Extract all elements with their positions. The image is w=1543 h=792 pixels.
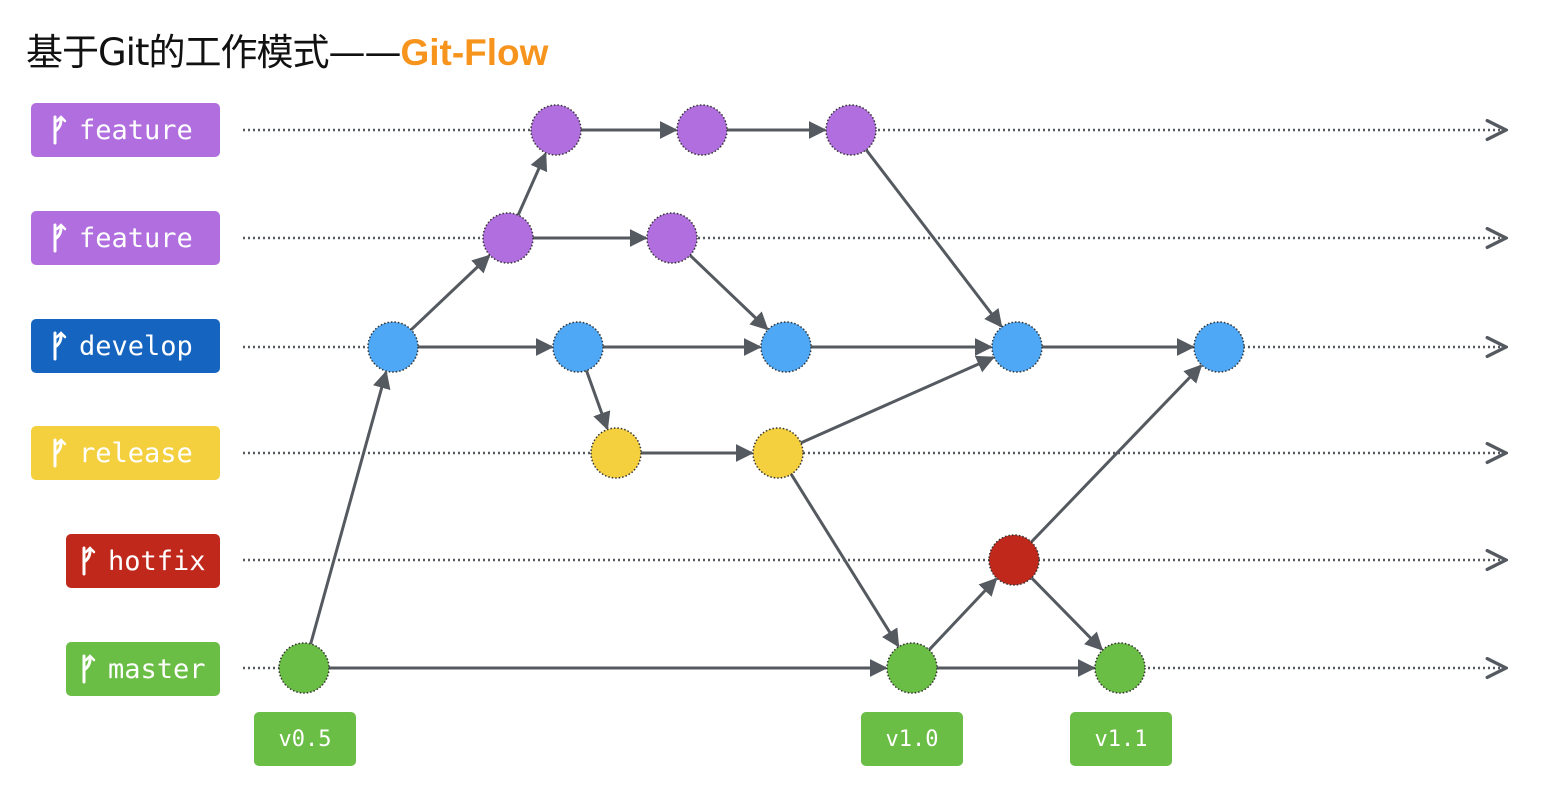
edge-fb1-to-fa1 [516,152,548,216]
branch-name: release [79,437,193,469]
version-tag-v0-5: v0.5 [254,712,356,766]
tag-label: v1.0 [885,726,939,752]
git-branch-icon [78,546,96,576]
git-branch-icon [49,331,67,361]
edge-fb2-to-d3 [689,254,769,331]
git-branch-icon [78,654,96,684]
commit-node-fb1 [482,212,534,264]
edge-d2-to-r1 [585,370,611,431]
version-tag-v1-1: v1.1 [1070,712,1172,766]
title-prefix: 基于Git的工作模式—— [26,31,401,74]
commit-node-fa1 [530,104,582,156]
edge-h1-to-m3 [1030,576,1104,651]
commit-node-m3 [1094,642,1146,694]
edge-fa3-to-d4 [864,148,1003,328]
branch-name: develop [79,330,193,362]
branch-label-feature-a: feature [31,103,220,157]
title-accent: Git-Flow [400,32,549,73]
edge-d1-to-fb1 [410,254,491,331]
branch-label-develop: develop [31,319,220,373]
commit-node-fb2 [646,212,698,264]
branch-name: hotfix [108,545,206,577]
commit-node-d1 [367,321,419,373]
git-branch-icon [49,438,67,468]
commit-node-d5 [1193,321,1245,373]
git-branch-icon [49,115,67,145]
commit-node-r2 [752,427,804,479]
commit-node-fa2 [676,104,728,156]
edge-m2-to-h1 [928,577,998,651]
edge-m1-to-d1 [309,370,391,645]
page-title: 基于Git的工作模式——Git-Flow [26,22,548,76]
branch-label-hotfix: hotfix [66,534,220,588]
edge-r2-to-m2 [789,473,900,648]
git-branch-icon [49,223,67,253]
commit-node-m1 [278,642,330,694]
branch-label-feature-b: feature [31,211,220,265]
commit-node-d4 [991,321,1043,373]
commit-node-m2 [886,642,938,694]
branch-name: feature [79,114,193,146]
branch-label-master: master [66,642,220,696]
commit-node-r1 [590,427,642,479]
edge-h1-to-d5 [1030,364,1203,544]
tag-label: v1.1 [1094,726,1148,752]
commit-node-h1 [988,534,1040,586]
tag-label: v0.5 [278,726,332,752]
commit-node-d3 [760,321,812,373]
commit-node-d2 [552,321,604,373]
branch-label-release: release [31,426,220,480]
edge-r2-to-d4 [800,355,995,445]
version-tag-v1-0: v1.0 [861,712,963,766]
commit-node-fa3 [825,104,877,156]
branch-name: master [108,653,206,685]
branch-name: feature [79,222,193,254]
